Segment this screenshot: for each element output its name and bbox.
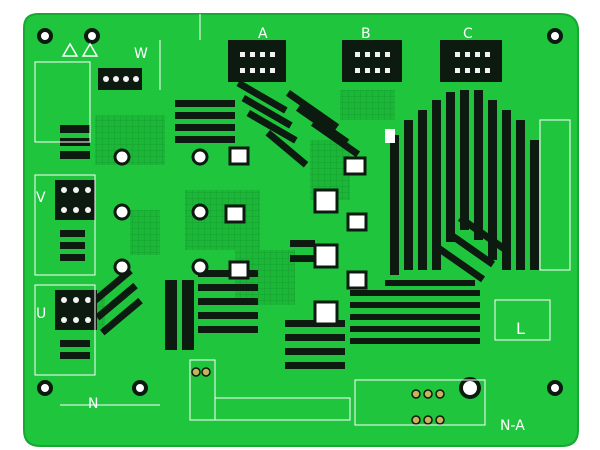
label-terminal-n: N	[88, 396, 98, 412]
label-phase-b: B	[361, 26, 371, 42]
label-phase-w: W	[134, 46, 148, 62]
warning-triangle-icon-2	[81, 42, 99, 57]
mounting-holes	[37, 28, 563, 399]
label-phase-v: V	[36, 190, 46, 206]
label-phase-u: U	[36, 306, 46, 322]
connector-left-pins	[61, 76, 139, 323]
vertical-pad-bars	[390, 90, 539, 275]
capacitor-pads	[113, 148, 209, 276]
label-phase-a: A	[258, 26, 268, 42]
label-terminal-l: L	[516, 319, 525, 338]
connector-pins	[240, 52, 490, 73]
diagonal-pad-rows	[90, 80, 508, 336]
connector-block-a	[228, 40, 286, 82]
bottom-terminals	[191, 367, 445, 425]
ic-packages	[224, 129, 395, 326]
silkscreen-outlines	[34, 14, 571, 426]
connector-left	[55, 68, 142, 330]
warning-triangle-icon	[61, 42, 79, 57]
connector-block-c	[440, 40, 502, 82]
connector-block-b	[342, 40, 402, 82]
label-terminal-na: N-A	[500, 418, 525, 434]
smd-pad-rows	[60, 100, 480, 369]
label-phase-c: C	[463, 26, 473, 42]
